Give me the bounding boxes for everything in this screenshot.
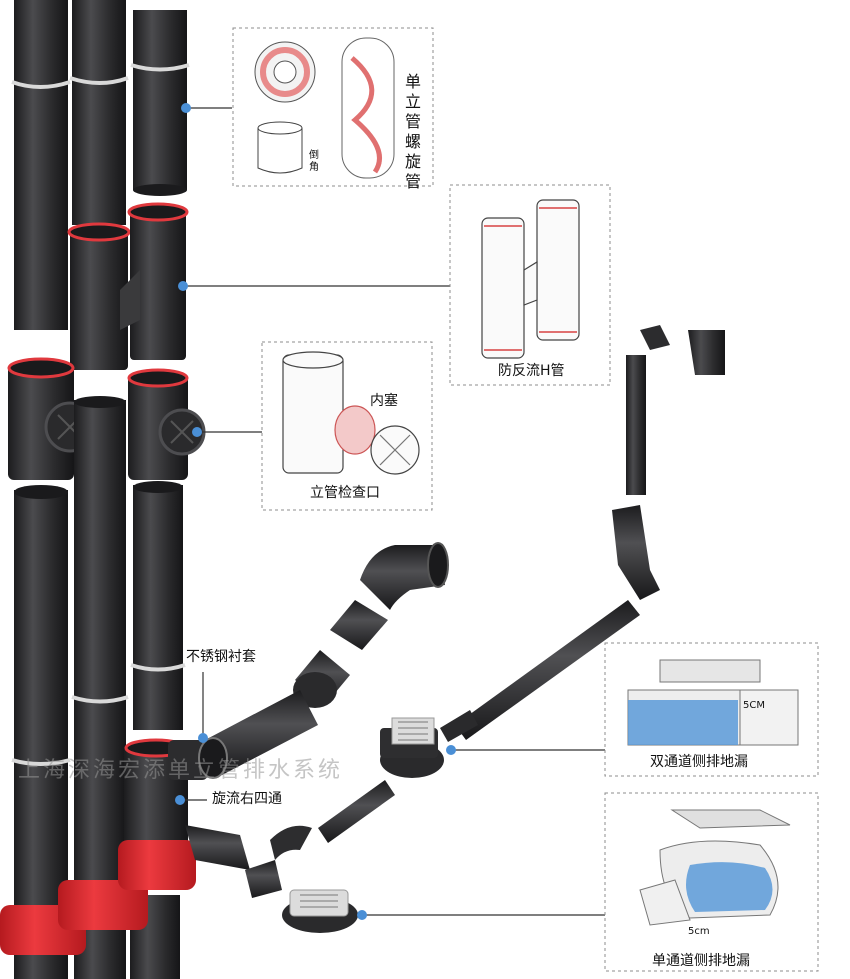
h-pipe-drawings bbox=[481, 199, 580, 359]
h-pipe-left-body bbox=[70, 230, 128, 370]
double-drain-detail-box bbox=[604, 642, 819, 777]
inspection-fitting-left bbox=[8, 365, 74, 480]
inspection-fitting-right bbox=[128, 375, 188, 480]
stack-pipe-left-upper bbox=[14, 0, 68, 330]
h-pipe-right-body bbox=[130, 210, 186, 360]
callout-dots bbox=[175, 103, 456, 920]
inner-plug-label: 内塞 bbox=[370, 393, 398, 409]
single-drain-detail-box bbox=[604, 792, 819, 972]
double-drain-cutaway bbox=[627, 659, 799, 746]
red-floor-collars bbox=[0, 840, 196, 955]
watermark: 上海深海宏添单立管排水系统 bbox=[18, 758, 344, 783]
pipe-clamps bbox=[11, 63, 190, 766]
spiral-pipe-detail-box bbox=[232, 27, 434, 187]
stack-pipe-right-upper bbox=[133, 10, 187, 190]
stack-pipe-right-lower bbox=[133, 485, 183, 730]
h-pipe-detail-box bbox=[449, 184, 611, 386]
spiral-pipe-drawings bbox=[254, 37, 395, 179]
single-drain-label: 单通道侧排地漏 bbox=[652, 953, 750, 969]
inspection-port-detail-box bbox=[261, 341, 433, 511]
detail-boxes bbox=[232, 27, 819, 972]
swirl-cross-label: 旋流右四通 bbox=[212, 791, 282, 807]
vertical-stack-pipes bbox=[0, 0, 208, 979]
stack-pipe-mid-upper bbox=[72, 0, 126, 225]
h-pipe-label: 防反流H管 bbox=[498, 363, 565, 379]
double-drain-label: 双通道侧排地漏 bbox=[650, 754, 748, 770]
depth-label-single: 5cm bbox=[688, 926, 710, 937]
inspection-port-drawings bbox=[282, 351, 420, 475]
depth-label-double: 5CM bbox=[743, 700, 765, 711]
single-drain-cutaway bbox=[639, 809, 791, 926]
double-channel-drain bbox=[380, 717, 444, 778]
single-channel-drain bbox=[282, 889, 358, 933]
chamfer-label: 倒角 bbox=[309, 150, 319, 173]
inspection-port-label: 立管检查口 bbox=[310, 485, 380, 501]
branch-piping bbox=[185, 325, 725, 933]
callout-leaders bbox=[182, 107, 605, 916]
spiral-pipe-label: 单立管螺旋管 bbox=[404, 72, 421, 191]
vertical-branch-pipe bbox=[626, 355, 646, 495]
stainless-sleeve-label: 不锈钢衬套 bbox=[186, 649, 256, 665]
